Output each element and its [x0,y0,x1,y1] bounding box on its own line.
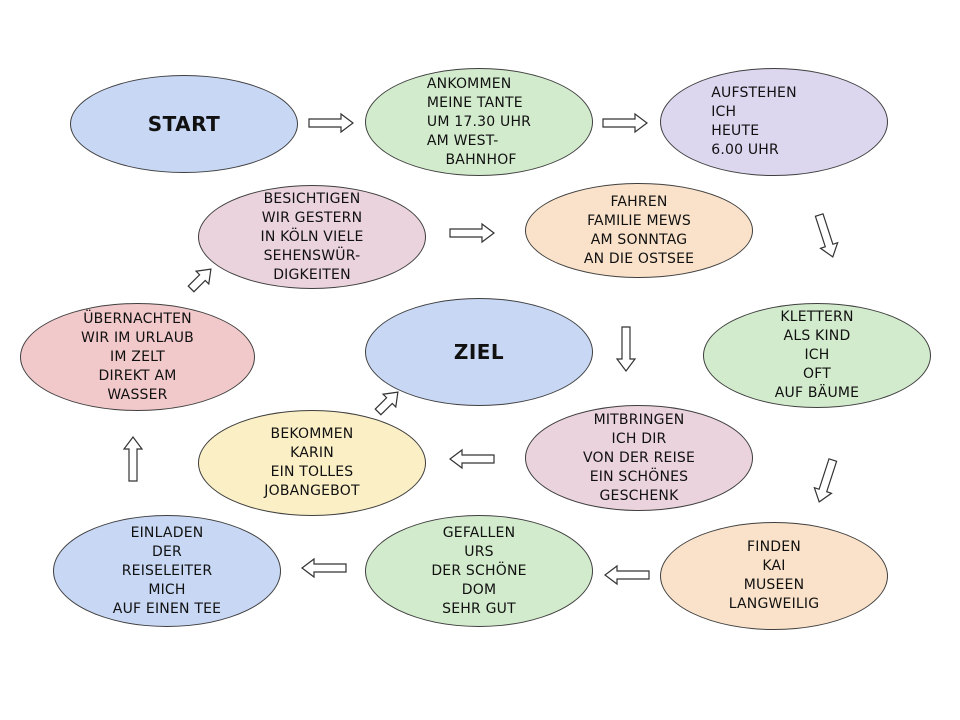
node-finden: FINDEN KAI MUSEEN LANGWEILIG [660,522,888,630]
node-einladen: EINLADEN DER REISELEITER MICH AUF EINEN … [53,515,281,627]
node-einladen-label: EINLADEN DER REISELEITER MICH AUF EINEN … [112,524,222,617]
node-fahren-label: FAHREN FAMILIE MEWS AM SONNTAG AN DIE OS… [583,193,695,267]
node-aufstehen: AUFSTEHEN ICH HEUTE 6.00 UHR [660,68,888,176]
node-ankommen: ANKOMMEN MEINE TANTE UM 17.30 UHR AM WES… [365,68,593,176]
arrow-besichtigen-to-fahren [449,222,495,244]
node-uebernachten-label: ÜBERNACHTEN WIR IM URLAUB IM ZELT DIREKT… [81,310,194,403]
node-mitbringen: MITBRINGEN ICH DIR VON DER REISE EIN SCH… [525,405,753,511]
node-besichtigen-label: BESICHTIGEN WIR GESTERN IN KÖLN VIELE SE… [260,190,364,283]
arrow-einladen-to-uebernachten [122,436,144,482]
node-gefallen: GEFALLEN URS DER SCHÖNE DOM SEHR GUT [365,515,593,627]
arrow-bekommen-to-ziel [374,391,399,416]
node-klettern-label: KLETTERN ALS KIND ICH OFT AUF BÄUME [774,309,860,401]
arrow-fahren-to-mitbringen [615,326,637,372]
node-bekommen: BEKOMMEN KARIN EIN TOLLES JOBANGEBOT [198,410,426,516]
node-start: START [70,75,298,173]
node-finden-label: FINDEN KAI MUSEEN LANGWEILIG [728,539,820,612]
arrow-mitbringen-to-bekommen [449,448,495,470]
node-mitbringen-label: MITBRINGEN ICH DIR VON DER REISE EIN SCH… [582,411,696,504]
arrow-finden-to-gefallen [604,564,650,586]
node-ziel: ZIEL [365,298,593,406]
node-bekommen-label: BEKOMMEN KARIN EIN TOLLES JOBANGEBOT [264,426,360,499]
node-uebernachten: ÜBERNACHTEN WIR IM URLAUB IM ZELT DIREKT… [20,303,255,411]
arrow-klettern-to-finden [813,458,838,503]
node-ziel-label: ZIEL [453,339,505,364]
arrow-start-to-ankommen [308,112,354,134]
node-start-label: START [147,111,221,136]
arrow-gefallen-to-einladen [301,557,347,579]
node-aufstehen-label: AUFSTEHEN ICH HEUTE 6.00 UHR [711,85,797,158]
node-fahren: FAHREN FAMILIE MEWS AM SONNTAG AN DIE OS… [525,183,753,278]
arrow-aufstehen-to-klettern [814,213,839,258]
node-ankommen-label: ANKOMMEN MEINE TANTE UM 17.30 UHR AM WES… [426,75,532,168]
node-gefallen-label: GEFALLEN URS DER SCHÖNE DOM SEHR GUT [431,524,527,617]
node-klettern: KLETTERN ALS KIND ICH OFT AUF BÄUME [703,303,931,408]
arrow-uebernachten-to-besichtigen [187,268,212,293]
node-besichtigen: BESICHTIGEN WIR GESTERN IN KÖLN VIELE SE… [198,185,426,289]
arrow-ankommen-to-aufstehen [602,112,648,134]
